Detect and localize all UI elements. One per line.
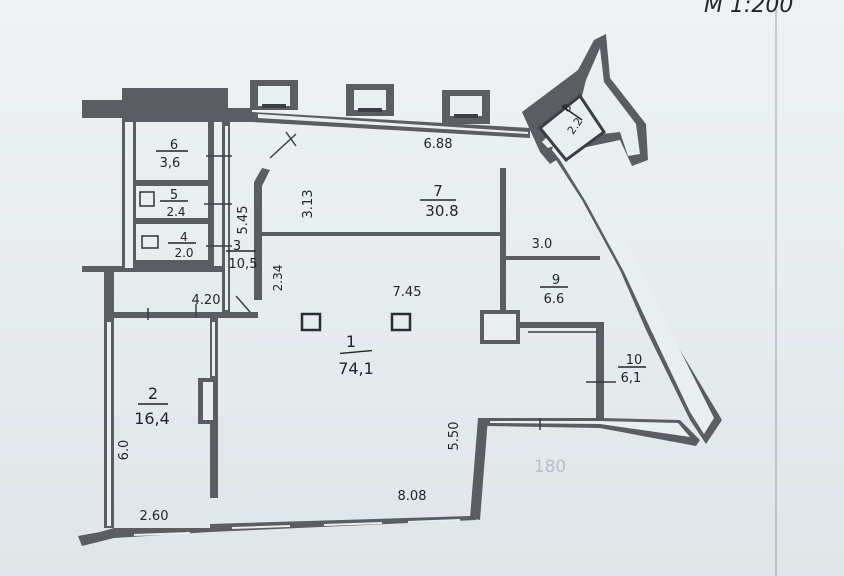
area-fraction-lines	[138, 105, 646, 405]
room-10-number: 10	[626, 353, 643, 368]
dim-width-745: 7.45	[393, 285, 422, 300]
room-6-area: 3,6	[160, 156, 181, 171]
dim-bottom-width: 8.08	[398, 489, 427, 504]
wall-room2-left-hollow	[107, 322, 111, 526]
window-bottom-2	[231, 525, 291, 529]
wall-room3-right-hollow	[225, 126, 228, 310]
wall-sep-6-5	[136, 180, 212, 186]
window-bay-2	[346, 84, 394, 116]
dim-room1-height: 5.50	[447, 422, 462, 451]
room-1-fraction-line	[339, 349, 373, 355]
tick-room3-lower	[235, 295, 251, 313]
dim-left-234: 2.34	[271, 265, 285, 292]
wall-sep-4-bottom	[136, 260, 212, 266]
window-bottom-3	[323, 522, 383, 526]
room-1-area: 74,1	[338, 359, 374, 378]
fixture-room5	[139, 191, 155, 207]
room-4-area: 2.0	[174, 246, 193, 260]
dim-left-wall-upper: 5.45	[236, 206, 251, 235]
wall-room2-right-hollow	[212, 322, 215, 376]
room-4-number: 4	[180, 230, 188, 244]
wall-bottom-step	[470, 418, 488, 520]
wall-stub-left	[104, 272, 114, 314]
room-6-number: 6	[170, 138, 178, 153]
door-swing-line	[269, 133, 297, 159]
room-2-number: 2	[148, 384, 158, 403]
wall-above-room2	[104, 312, 258, 318]
door-tick	[285, 131, 297, 147]
column-hollow	[484, 314, 516, 340]
wall-room7-right	[500, 168, 506, 314]
door-jamb-hollow	[203, 382, 213, 420]
room-7-number: 7	[433, 182, 443, 200]
room-10-area: 6,1	[621, 371, 642, 386]
room-9-area: 6.6	[544, 292, 565, 307]
wall-bottom	[78, 512, 476, 546]
faded-stamp-number: 180	[534, 457, 566, 477]
window-bottom-1	[133, 532, 191, 536]
dim-room2-height: 6.0	[117, 440, 132, 461]
dim-room2-width: 2.60	[140, 509, 169, 524]
room-5-area: 2.4	[166, 205, 185, 219]
window-bay-1	[250, 80, 298, 110]
bottom-windows	[133, 423, 673, 536]
room-3-area: 10,5	[229, 257, 258, 272]
labels: М 1:200 1 74,1 2 16,4 3 10,5 4 2.0 5 2.4…	[117, 0, 793, 524]
room-8-outline	[537, 93, 607, 163]
wall-diagonal-hollow	[552, 118, 714, 434]
room-3-number: 3	[233, 239, 241, 254]
dim-room7-height: 3.13	[301, 190, 316, 219]
room-2-area: 16,4	[134, 409, 170, 428]
scale-label: М 1:200	[704, 0, 793, 18]
room-8-fraction-line	[561, 105, 583, 121]
wall-room7-room1	[262, 232, 506, 236]
wall-top-hollow	[258, 114, 528, 134]
wall-top-left-stub	[82, 100, 124, 118]
wall-room10-left	[596, 322, 604, 422]
room-1-number: 1	[346, 332, 356, 351]
wall-small-rooms-right	[208, 120, 214, 268]
wall-room9-top	[504, 256, 600, 260]
wall-sep-5-4	[136, 218, 212, 224]
fixture-room4	[141, 235, 159, 249]
window-bay-3	[442, 90, 490, 124]
tick-marks	[147, 131, 616, 430]
window-bays	[250, 80, 490, 124]
room-7-area: 30.8	[425, 202, 458, 220]
window-bottom-4	[407, 519, 461, 523]
room-5-number: 5	[170, 188, 178, 203]
wall-left-block-bottom	[82, 266, 226, 272]
column-2	[390, 312, 412, 332]
wall-left-upper-hollow	[125, 122, 133, 268]
room-9-number: 9	[552, 273, 560, 288]
window-bottom-5	[617, 423, 673, 426]
dim-top-wall: 6.88	[424, 137, 453, 152]
fixture-symbols	[139, 191, 159, 249]
dim-width-30: 3.0	[532, 237, 553, 252]
column-1	[300, 312, 322, 332]
wall-room9-bottom	[504, 322, 600, 328]
dim-width-420: 4.20	[192, 293, 221, 308]
